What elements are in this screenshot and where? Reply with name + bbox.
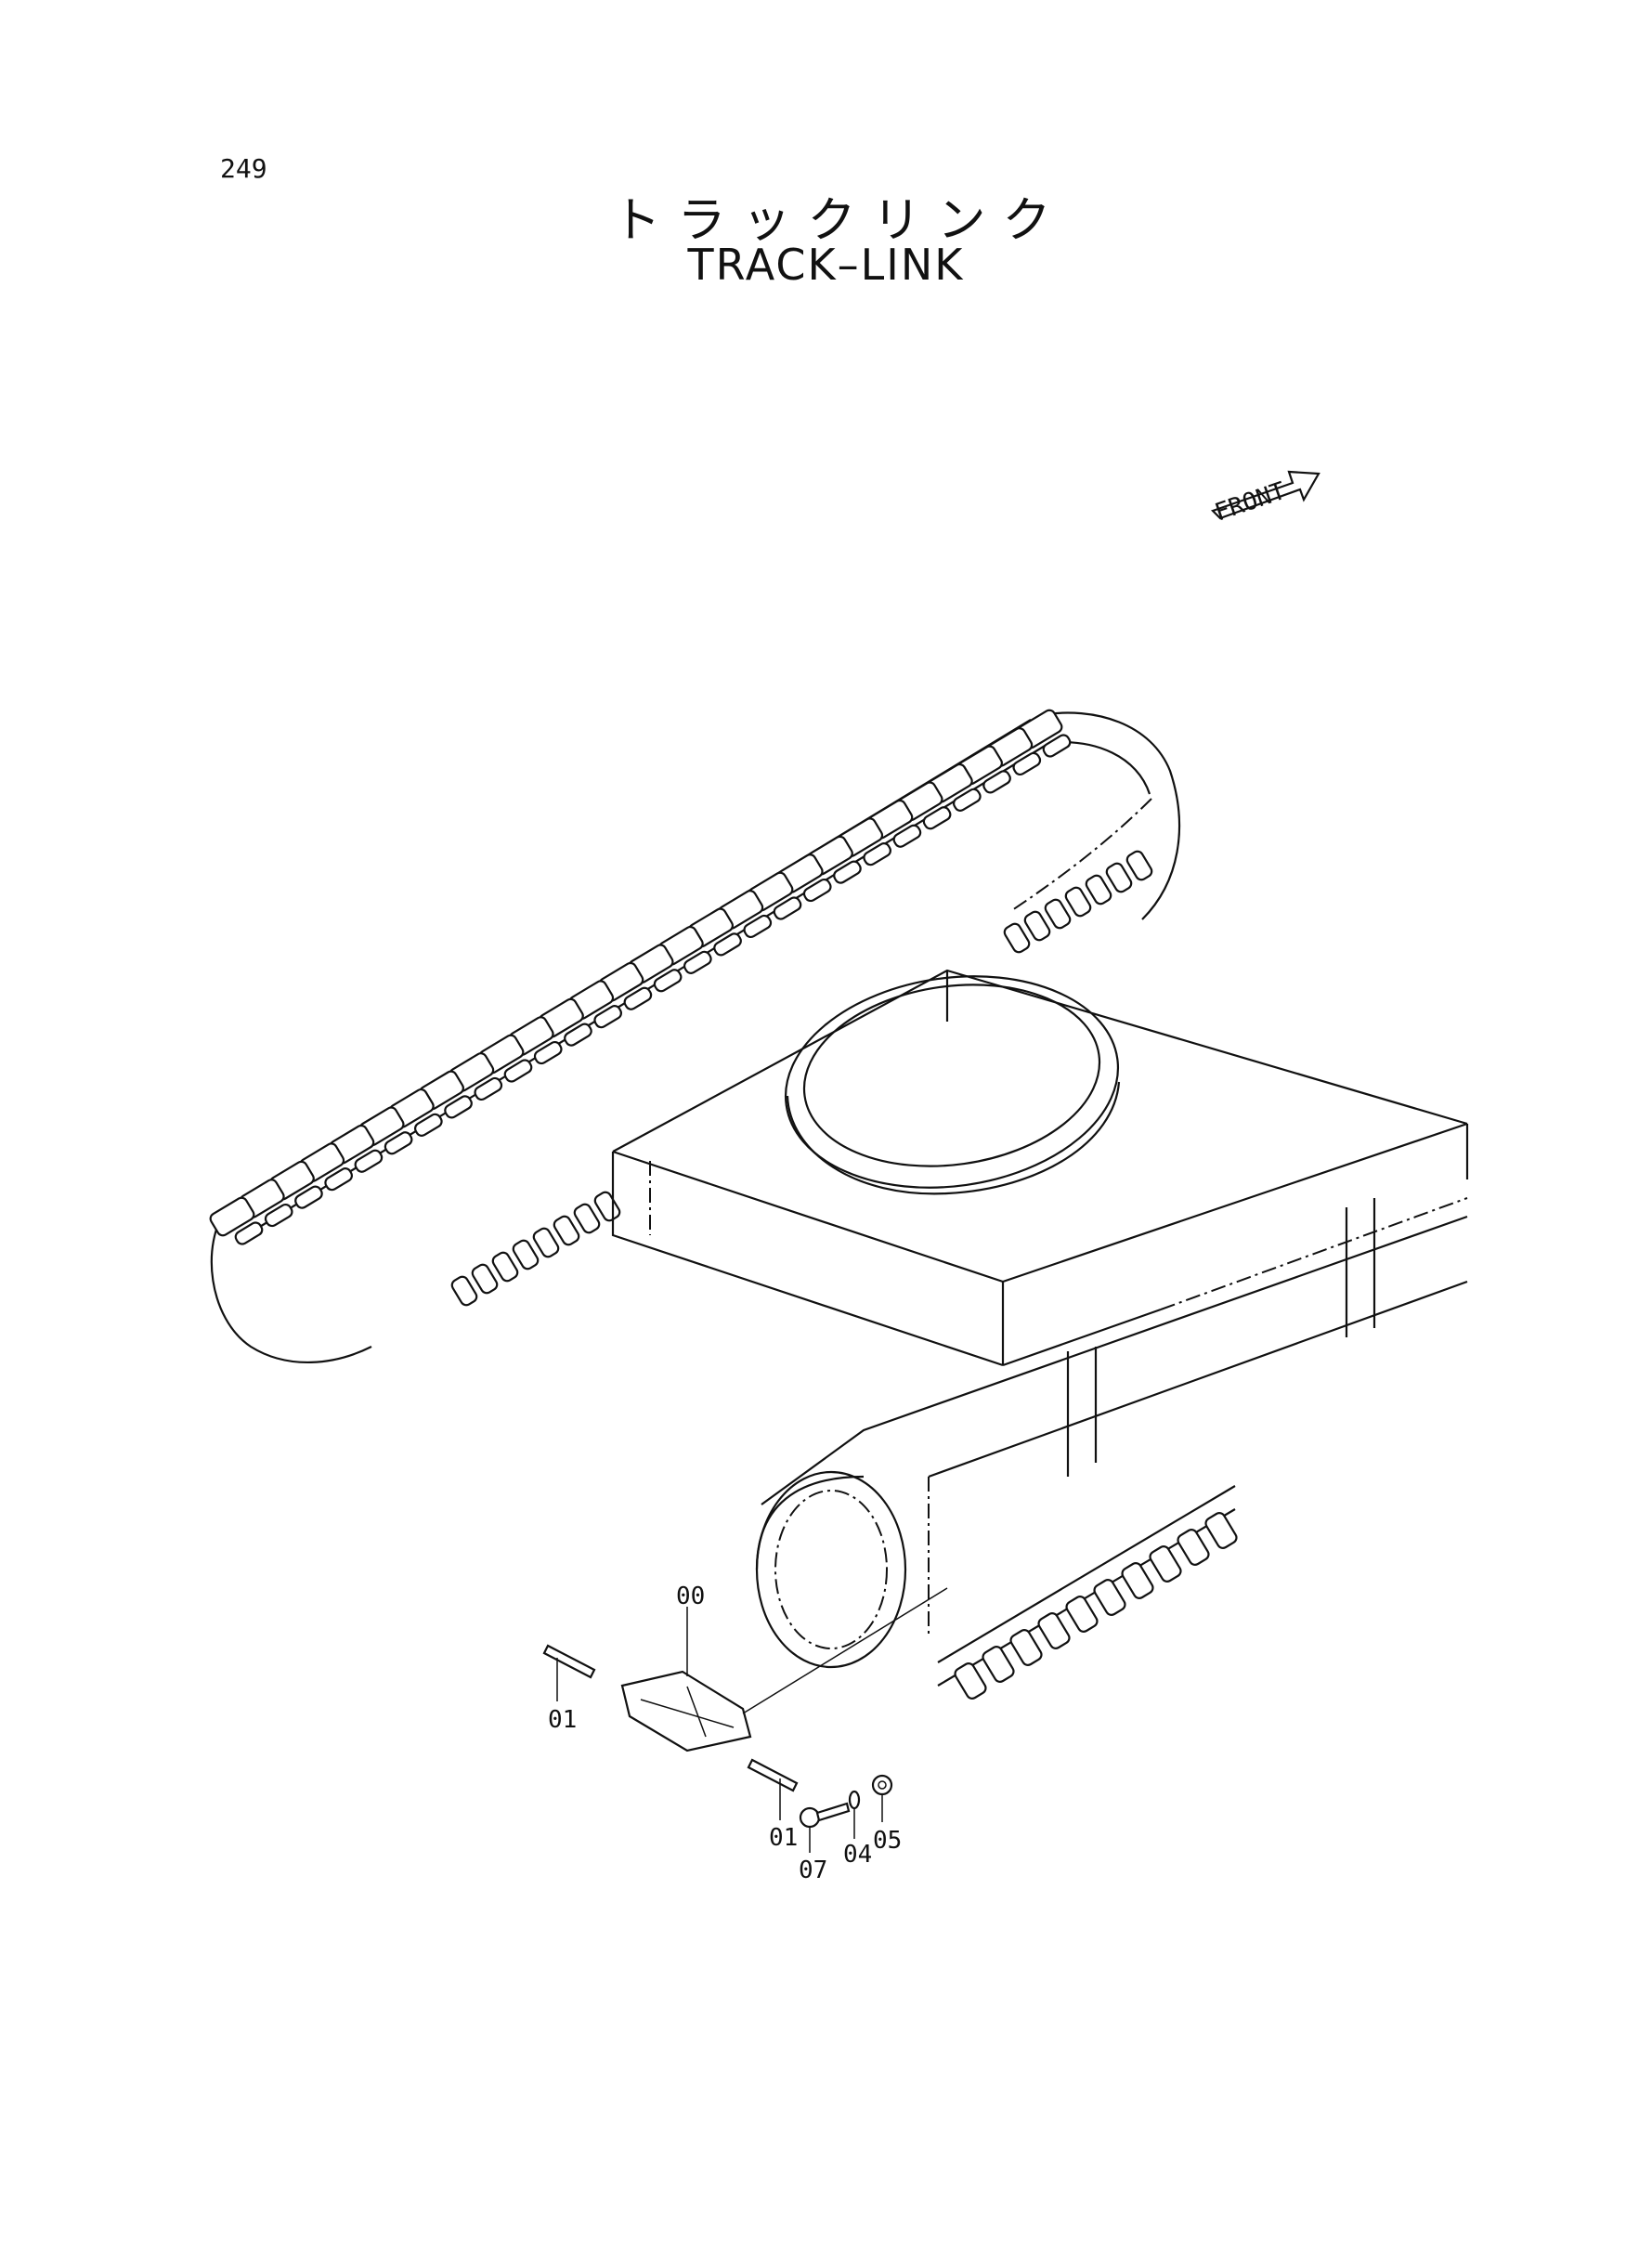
front-label: FRONT xyxy=(1212,477,1290,528)
upper-crawler-track xyxy=(209,709,1181,1363)
callout-01-upper: 01 xyxy=(548,1706,577,1734)
exploded-parts: 00 01 01 07 04 05 xyxy=(542,1583,948,1884)
track-shoe-grouser xyxy=(863,842,891,866)
track-shoe-grouser xyxy=(743,914,773,939)
track-chain-link xyxy=(1093,1579,1126,1616)
track-shoe-grouser xyxy=(802,878,832,903)
shoe-bolt xyxy=(799,1802,851,1829)
page-number: 249 xyxy=(220,153,267,184)
track-chain-link xyxy=(1177,1529,1210,1566)
track-shoe-grouser xyxy=(773,896,802,920)
track-shoe-grouser xyxy=(414,1113,443,1137)
track-shoe-link xyxy=(491,1251,519,1283)
track-shoe-grouser xyxy=(593,1005,622,1029)
track-chain-link xyxy=(1121,1562,1154,1599)
track-shoe-link xyxy=(1064,886,1092,918)
title-english: TRACK–LINK xyxy=(687,240,965,290)
track-chain-link xyxy=(954,1662,987,1700)
track-chain-link xyxy=(1065,1596,1099,1633)
track-shoe-grouser xyxy=(982,770,1011,794)
callout-05: 05 xyxy=(873,1827,902,1855)
track-shoe-link xyxy=(1044,898,1072,930)
track-shoe-grouser xyxy=(264,1203,293,1228)
track-shoe-grouser xyxy=(503,1059,533,1083)
track-shoe-link xyxy=(1105,862,1133,893)
track-shoe-grouser xyxy=(564,1023,592,1047)
track-shoe-link xyxy=(1023,910,1051,942)
track-shoe-grouser xyxy=(384,1131,413,1155)
title-japanese: トラックリンク xyxy=(612,193,1068,249)
track-shoe-link xyxy=(450,1275,478,1307)
track-shoe-grouser xyxy=(713,932,742,957)
track-shoe-grouser xyxy=(324,1167,353,1192)
track-shoe-pad xyxy=(209,1196,255,1237)
track-shoe-grouser xyxy=(833,860,862,884)
callout-00: 00 xyxy=(676,1583,705,1610)
track-shoe-grouser xyxy=(234,1221,264,1245)
track-shoe-grouser xyxy=(533,1040,563,1065)
track-shoe-grouser xyxy=(922,806,952,830)
track-shoe-link xyxy=(471,1263,499,1295)
track-shoe-link xyxy=(532,1227,560,1258)
lower-crawler-chain xyxy=(937,1485,1238,1700)
callout-04: 04 xyxy=(843,1841,872,1869)
track-shoe-link xyxy=(1085,874,1112,905)
track-shoe-link xyxy=(1003,922,1031,954)
track-shoe-grouser xyxy=(444,1095,473,1119)
track-chain-link xyxy=(1037,1612,1071,1649)
track-shoe-grouser xyxy=(354,1149,384,1173)
track-shoe-grouser xyxy=(653,969,683,993)
track-shoe-link xyxy=(512,1239,540,1270)
nut xyxy=(871,1774,893,1796)
track-shoe-grouser xyxy=(683,950,712,974)
swing-ring xyxy=(784,975,1121,1195)
track-chain-link xyxy=(1009,1629,1043,1666)
track-chain-link xyxy=(982,1646,1015,1683)
master-pin-lower xyxy=(747,1758,799,1792)
master-pin-upper xyxy=(542,1644,596,1679)
idler-wheel xyxy=(755,1470,907,1669)
track-shoe-grouser xyxy=(294,1185,323,1209)
track-shoe-grouser xyxy=(953,788,982,812)
track-shoe-link xyxy=(553,1215,580,1246)
track-frame xyxy=(611,969,1469,1635)
track-link-assembly xyxy=(620,1670,752,1752)
callout-07: 07 xyxy=(799,1857,827,1884)
lock-washer xyxy=(848,1790,861,1810)
track-shoe-link xyxy=(573,1203,601,1234)
track-shoe-grouser xyxy=(1042,734,1072,758)
track-shoe-grouser xyxy=(892,824,922,848)
track-shoe-link xyxy=(1125,850,1153,881)
callout-01-lower: 01 xyxy=(769,1824,798,1852)
track-shoe-grouser xyxy=(623,986,653,1010)
track-chain-link xyxy=(1149,1545,1182,1583)
track-shoe-grouser xyxy=(1012,751,1042,776)
track-chain-link xyxy=(1204,1512,1238,1549)
track-shoe-grouser xyxy=(474,1076,503,1101)
front-arrow-icon: FRONT xyxy=(1210,470,1320,528)
